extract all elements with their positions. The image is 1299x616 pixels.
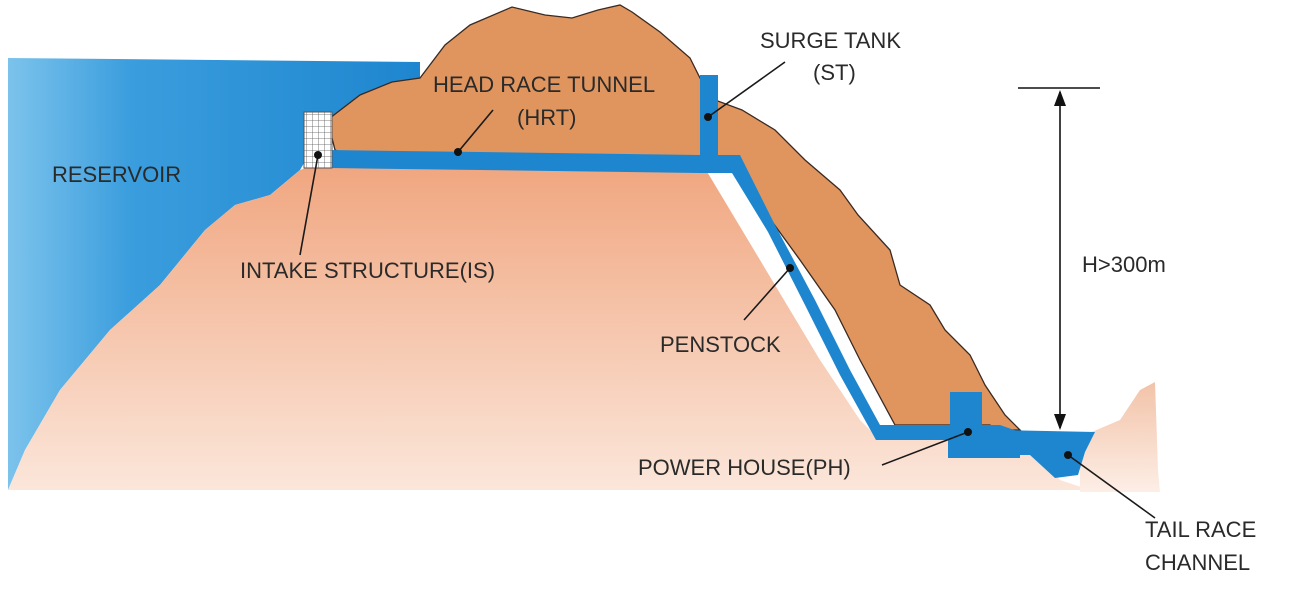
power-house-block <box>950 392 982 428</box>
reservoir-water <box>8 58 420 490</box>
label-reservoir: RESERVOIR <box>52 162 181 187</box>
power-house-base <box>880 425 1020 458</box>
label-st: (ST) <box>813 60 856 85</box>
tail-race-channel-water <box>1000 430 1095 478</box>
head-measure <box>1018 87 1100 430</box>
label-penstock: PENSTOCK <box>660 332 781 357</box>
leader-tail-race <box>1064 451 1156 519</box>
label-intake-structure: INTAKE STRUCTURE(IS) <box>240 258 495 283</box>
right-bank <box>1080 382 1160 492</box>
leader-head-race-tunnel <box>454 109 494 156</box>
head-race-tunnel-water <box>330 150 700 173</box>
surge-tank-shaft <box>700 75 718 173</box>
mountain-ridge <box>329 4 1022 431</box>
ground-mass <box>8 160 1090 490</box>
leader-power-house <box>881 428 972 466</box>
label-head: H>300m <box>1082 252 1166 277</box>
leader-intake-structure <box>299 151 322 256</box>
label-head-race-tunnel: HEAD RACE TUNNEL <box>433 72 655 97</box>
label-hrt: (HRT) <box>517 105 576 130</box>
label-surge-tank: SURGE TANK <box>760 28 901 53</box>
leader-surge-tank <box>704 61 786 121</box>
intake-structure-grid <box>303 111 333 169</box>
label-channel: CHANNEL <box>1145 550 1250 575</box>
leader-penstock <box>743 264 794 321</box>
penstock-water <box>700 155 895 440</box>
label-power-house: POWER HOUSE(PH) <box>638 455 851 480</box>
label-tail-race: TAIL RACE <box>1145 517 1256 542</box>
